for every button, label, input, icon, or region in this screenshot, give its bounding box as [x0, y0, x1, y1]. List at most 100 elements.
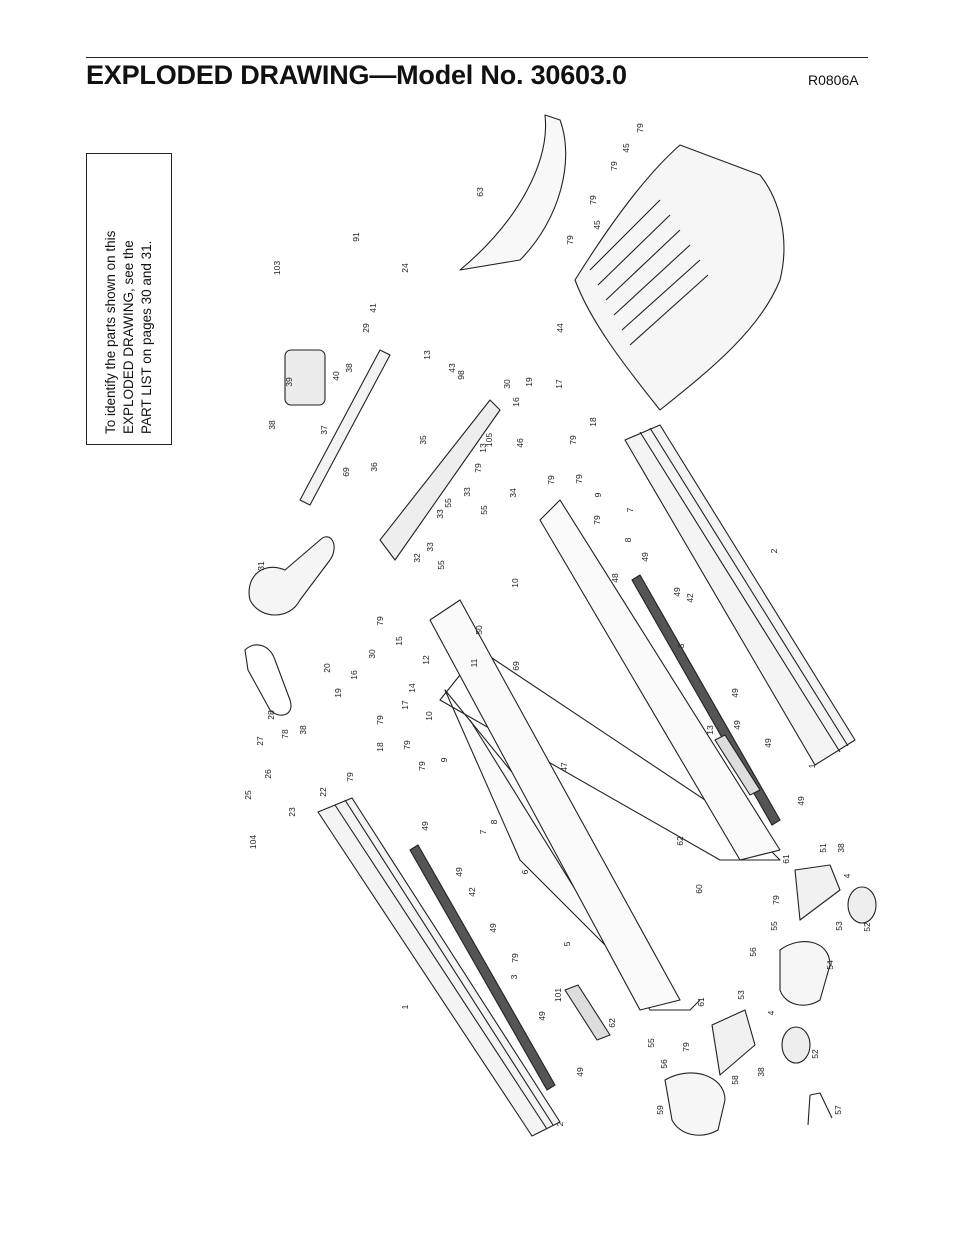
drive-belt — [244, 644, 292, 716]
callout-11: 11 — [469, 658, 479, 667]
callout-32: 32 — [412, 553, 422, 563]
callout-23: 23 — [287, 807, 297, 817]
hood-ribs — [589, 199, 709, 346]
motor-tray — [379, 399, 501, 561]
callout-37: 37 — [319, 425, 329, 435]
callout-79: 79 — [375, 715, 385, 725]
callout-7: 7 — [625, 507, 635, 512]
callout-49: 49 — [796, 796, 806, 806]
decal-13 — [714, 734, 761, 796]
callout-79: 79 — [588, 195, 598, 205]
callout-61: 61 — [696, 997, 706, 1007]
callout-24: 24 — [400, 263, 410, 273]
frame-rail-left — [429, 599, 681, 1011]
drawing-code: R0806A — [808, 72, 859, 88]
callout-69: 69 — [341, 467, 351, 477]
callout-103: 103 — [272, 261, 282, 275]
callout-79: 79 — [574, 474, 584, 484]
callout-49: 49 — [640, 552, 650, 562]
callout-79: 79 — [771, 895, 781, 905]
callout-105: 105 — [484, 433, 494, 447]
callout-45: 45 — [592, 220, 602, 230]
callout-13: 13 — [478, 443, 488, 453]
callout-15: 15 — [394, 636, 404, 646]
callout-22: 22 — [318, 787, 328, 797]
callout-78: 78 — [280, 729, 290, 739]
callout-104: 104 — [248, 835, 258, 849]
callout-34: 34 — [508, 488, 518, 498]
frame-rail-right — [539, 499, 781, 861]
callout-18: 18 — [588, 417, 598, 427]
callout-20: 20 — [322, 663, 332, 673]
callout-79: 79 — [417, 761, 427, 771]
callout-51: 51 — [818, 843, 828, 853]
callout-79: 79 — [510, 953, 520, 963]
callout-18: 18 — [375, 742, 385, 752]
callout-13: 13 — [705, 725, 715, 735]
callout-79: 79 — [592, 515, 602, 525]
callout-56: 56 — [659, 1059, 669, 1069]
callout-47: 47 — [559, 762, 569, 772]
callout-55: 55 — [769, 921, 779, 931]
callout-49: 49 — [488, 923, 498, 933]
allen-wrench — [807, 1092, 833, 1126]
callout-61: 61 — [781, 854, 791, 864]
callout-30: 30 — [367, 649, 377, 659]
callout-55: 55 — [646, 1038, 656, 1048]
callout-17: 17 — [400, 700, 410, 710]
rear-cap-lower — [664, 1072, 726, 1136]
callout-49: 49 — [420, 821, 430, 831]
deck-lower-edge — [469, 719, 701, 1011]
callout-54: 54 — [825, 960, 835, 970]
callout-38: 38 — [836, 843, 846, 853]
callout-79: 79 — [681, 1042, 691, 1052]
callout-49: 49 — [575, 1067, 585, 1077]
callout-14: 14 — [407, 683, 417, 693]
callout-79: 79 — [473, 463, 483, 473]
callout-3: 3 — [509, 974, 519, 979]
callout-10: 10 — [424, 711, 434, 721]
callout-1: 1 — [400, 1004, 410, 1009]
side-rail-lower-lines — [334, 799, 554, 1130]
callout-79: 79 — [568, 435, 578, 445]
callout-41: 41 — [368, 303, 378, 313]
rear-foot-upper — [794, 864, 841, 921]
callout-33: 33 — [435, 509, 445, 519]
callout-49: 49 — [763, 738, 773, 748]
callout-16: 16 — [349, 670, 359, 680]
callout-17: 17 — [554, 379, 564, 389]
callout-2: 2 — [555, 1121, 565, 1126]
callout-79: 79 — [375, 616, 385, 626]
callout-49: 49 — [732, 720, 742, 730]
header-rule — [86, 57, 868, 58]
callout-9: 9 — [593, 492, 603, 497]
callout-28: 28 — [266, 710, 276, 720]
callout-33: 33 — [462, 487, 472, 497]
callout-38: 38 — [298, 725, 308, 735]
decal-101 — [564, 984, 611, 1041]
page-title: EXPLODED DRAWING—Model No. 30603.0 — [86, 60, 627, 90]
callout-19: 19 — [524, 377, 534, 387]
callout-40: 40 — [331, 371, 341, 381]
callout-38: 38 — [267, 420, 277, 430]
callout-79: 79 — [402, 740, 412, 750]
callout-79: 79 — [345, 772, 355, 782]
callout-9: 9 — [439, 757, 449, 762]
callout-2: 2 — [769, 548, 779, 553]
callout-31: 31 — [256, 561, 266, 571]
callout-39: 39 — [284, 377, 294, 387]
callout-44: 44 — [555, 323, 565, 333]
side-rail-upper-lines — [639, 427, 849, 753]
rear-foot-lower — [711, 1009, 756, 1076]
callout-6: 6 — [520, 869, 530, 874]
motor — [284, 349, 326, 406]
callout-57: 57 — [833, 1105, 843, 1115]
callout-62: 62 — [607, 1018, 617, 1028]
top-cover — [459, 114, 567, 271]
side-rail-upper — [624, 424, 856, 766]
callout-13: 13 — [422, 350, 432, 360]
callout-79: 79 — [609, 161, 619, 171]
callout-36: 36 — [369, 462, 379, 472]
callout-79: 79 — [565, 235, 575, 245]
